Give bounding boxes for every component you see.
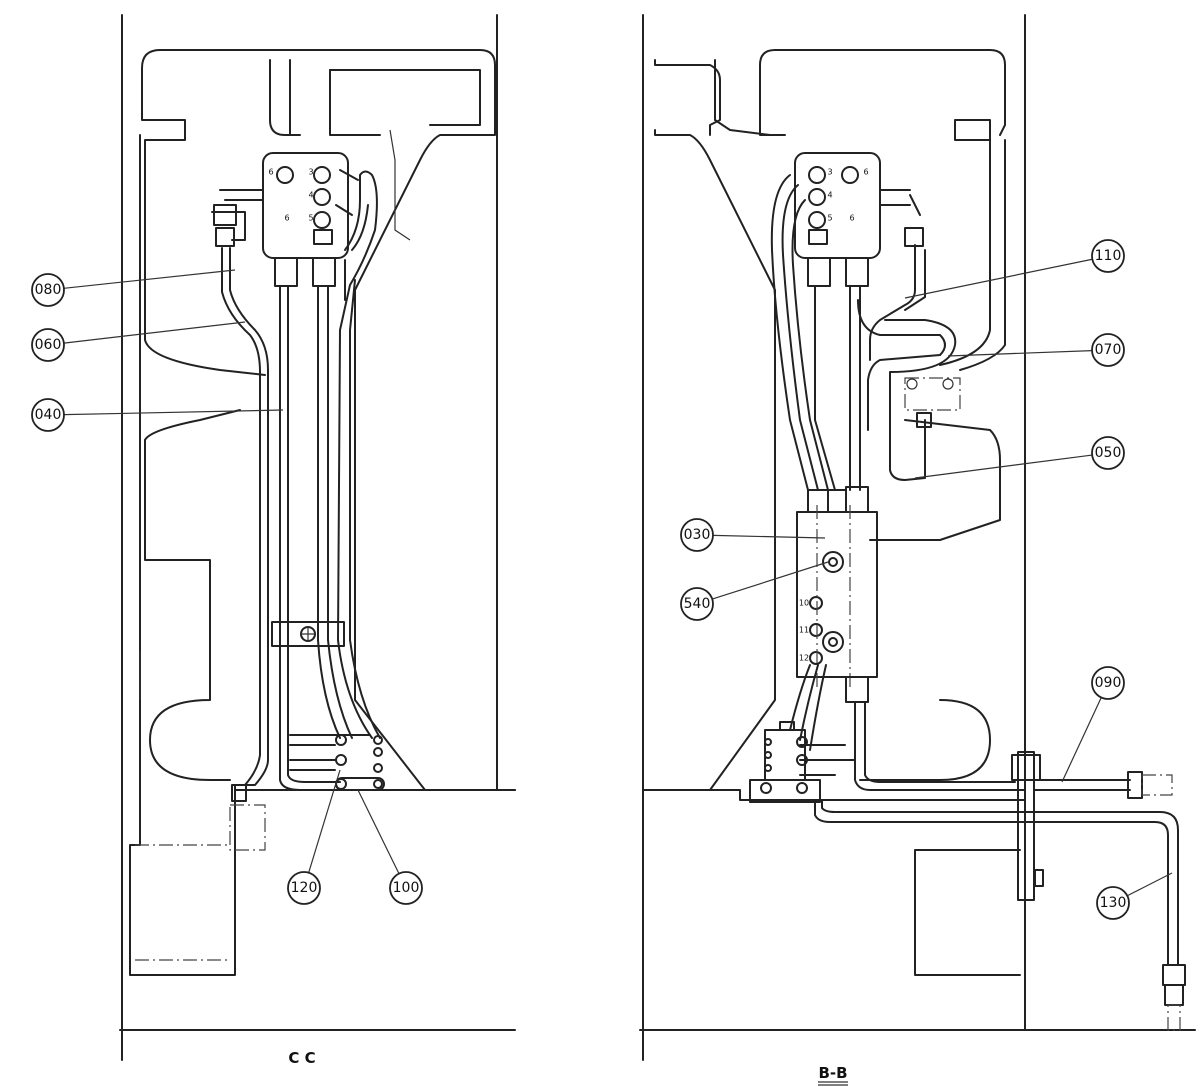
leader-line <box>1126 872 1173 897</box>
leader-line <box>712 534 826 539</box>
balloon-label: 070 <box>1095 342 1122 358</box>
balloon-label: 110 <box>1095 248 1122 264</box>
title-underline <box>818 1081 848 1086</box>
leader-line <box>712 561 829 600</box>
view-title-bb: B-B <box>818 1064 847 1082</box>
view-title-cc: C C <box>288 1049 315 1067</box>
port-label: 6 <box>268 168 273 177</box>
port-label: 6 <box>863 168 868 177</box>
balloon-circle <box>1091 666 1125 700</box>
balloon-circle <box>680 518 714 552</box>
block-port-label: 10 <box>799 599 809 608</box>
port-label: 5 <box>827 214 832 223</box>
leader-line <box>1061 697 1102 783</box>
balloon-label: 040 <box>35 407 62 423</box>
balloon-circle <box>1091 436 1125 470</box>
leader-line <box>947 350 1093 357</box>
balloon-label: 130 <box>1100 895 1127 911</box>
leader-line <box>63 409 284 416</box>
port-label: 4 <box>827 191 832 200</box>
leader-line <box>914 454 1093 479</box>
block-port-label: 12 <box>799 654 809 663</box>
port-label: 3 <box>308 168 313 177</box>
leader-line <box>308 769 341 873</box>
leader-line <box>63 269 236 289</box>
balloon-circle <box>1091 239 1125 273</box>
balloon-label: 540 <box>684 596 711 612</box>
balloon-circle <box>31 398 65 432</box>
view-cc <box>119 14 516 1061</box>
balloon-label: 100 <box>393 880 420 896</box>
balloon-label: 120 <box>291 880 318 896</box>
port-label: 4 <box>308 191 313 200</box>
balloon-circle <box>287 871 321 905</box>
callout-balloons: 080 060 040 120 100 110 070 050 030 540 090 130 <box>31 239 1173 920</box>
port-label: 5 <box>308 214 313 223</box>
balloon-circle <box>31 328 65 362</box>
balloon-circle <box>1091 333 1125 367</box>
port-labels: 6 3 4 5 6 3 4 5 6 6 10 11 12 <box>268 168 868 663</box>
view-bb <box>639 14 1196 1061</box>
leader-line <box>904 258 1093 299</box>
block-port-label: 11 <box>799 626 809 635</box>
balloon-label: 060 <box>35 337 62 353</box>
port-label: 3 <box>827 168 832 177</box>
balloon-circle <box>389 871 423 905</box>
balloon-circle <box>680 587 714 621</box>
balloon-circle <box>31 273 65 307</box>
leader-line <box>63 321 246 344</box>
port-label: 6 <box>284 214 289 223</box>
balloon-label: 080 <box>35 282 62 298</box>
balloon-circle <box>1096 886 1130 920</box>
leader-line <box>357 789 400 874</box>
balloon-label: 030 <box>684 527 711 543</box>
balloon-label: 050 <box>1095 445 1122 461</box>
port-label: 6 <box>849 214 854 223</box>
balloon-label: 090 <box>1095 675 1122 691</box>
